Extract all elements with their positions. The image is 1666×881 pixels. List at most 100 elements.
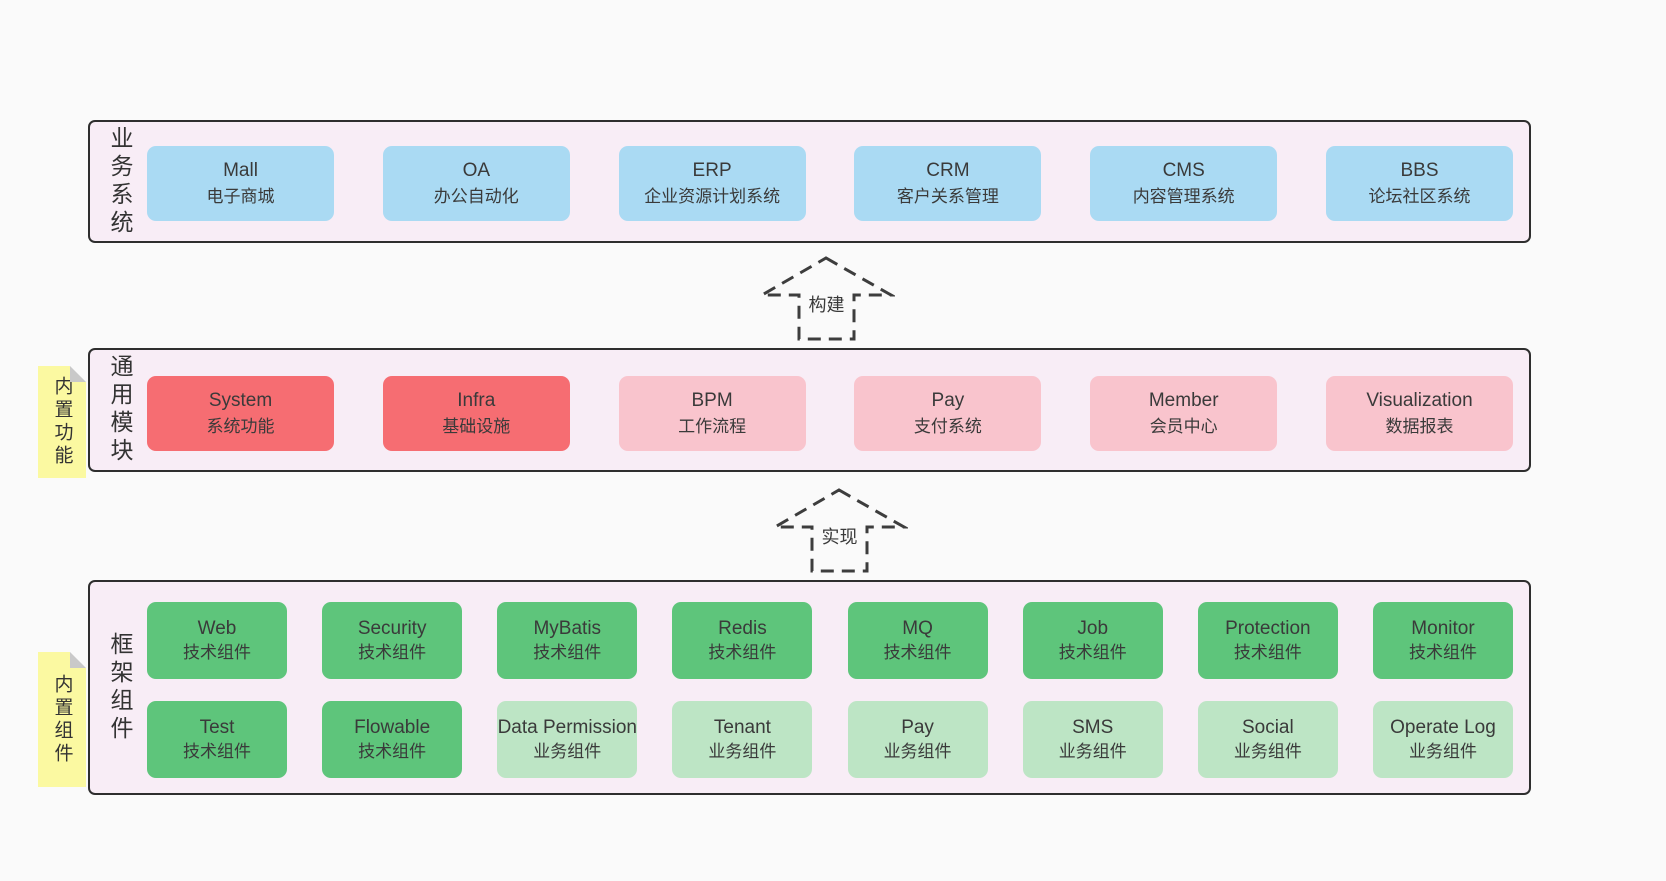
box-subtitle: 基础设施: [442, 416, 511, 436]
modules-boxes-row: System 系统功能 Infra 基础设施 BPM 工作流程 Pay 支付系统…: [147, 376, 1513, 451]
box-subtitle: 技术组件: [183, 642, 251, 662]
box-subtitle: 电子商城: [206, 186, 275, 206]
box-subtitle: 技术组件: [1233, 642, 1302, 662]
box-title: Test: [199, 716, 235, 738]
box-social: Social 业务组件: [1197, 701, 1338, 778]
box-subtitle: 会员中心: [1149, 416, 1218, 436]
box-subtitle: 技术组件: [358, 642, 427, 662]
box-member: Member 会员中心: [1090, 376, 1278, 451]
panel-modules-label: 通用模块: [107, 354, 133, 466]
box-redis: Redis 技术组件: [672, 602, 813, 679]
box-subtitle: 技术组件: [358, 741, 427, 761]
box-title: BBS: [1400, 159, 1439, 181]
sticky-note-text: 内置功能: [51, 376, 73, 468]
box-title: Web: [197, 617, 237, 639]
box-subtitle: 企业资源计划系统: [644, 186, 781, 206]
box-pay-component: Pay 业务组件: [847, 701, 988, 778]
box-subtitle: 技术组件: [708, 642, 777, 662]
box-flowable: Flowable 技术组件: [322, 701, 463, 778]
box-oa: OA 办公自动化: [382, 146, 570, 221]
box-subtitle: 业务组件: [708, 741, 777, 761]
build-arrow-icon: 构建: [758, 255, 895, 343]
box-title: Redis: [718, 617, 767, 639]
box-title: Monitor: [1411, 617, 1475, 639]
box-subtitle: 技术组件: [1408, 642, 1477, 662]
framework-boxes-row-1: Web 技术组件 Security 技术组件 MyBatis 技术组件 Redi…: [147, 602, 1513, 679]
box-title: Pay: [901, 716, 934, 738]
panel-business-systems: 业务系统 Mall 电子商城 OA 办公自动化 ERP 企业资源计划系统 CRM…: [88, 120, 1531, 243]
box-title: CRM: [926, 159, 970, 181]
panel-framework-components: 框架组件 Web 技术组件 Security 技术组件 MyBatis 技术组件…: [88, 580, 1531, 795]
box-subtitle: 支付系统: [913, 416, 982, 436]
box-title: OA: [462, 159, 491, 181]
box-title: Infra: [457, 389, 496, 411]
box-subtitle: 数据报表: [1385, 416, 1454, 436]
box-title: Job: [1077, 617, 1109, 639]
box-title: Mall: [223, 159, 258, 181]
box-title: Member: [1148, 389, 1219, 411]
box-mq: MQ 技术组件: [847, 602, 988, 679]
box-title: Flowable: [354, 716, 431, 738]
panel-common-modules: 通用模块 System 系统功能 Infra 基础设施 BPM 工作流程 Pay…: [88, 348, 1531, 472]
box-cms: CMS 内容管理系统: [1090, 146, 1278, 221]
box-subtitle: 技术组件: [883, 642, 952, 662]
box-pay-module: Pay 支付系统: [854, 376, 1042, 451]
box-title: Visualization: [1366, 389, 1473, 411]
box-mall: Mall 电子商城: [147, 146, 334, 221]
box-sms: SMS 业务组件: [1022, 701, 1163, 778]
box-bpm: BPM 工作流程: [618, 376, 806, 451]
box-visualization: Visualization 数据报表: [1325, 376, 1513, 451]
box-subtitle: 业务组件: [1408, 741, 1477, 761]
box-subtitle: 技术组件: [183, 741, 251, 761]
box-bbs: BBS 论坛社区系统: [1325, 146, 1513, 221]
box-subtitle: 业务组件: [883, 741, 952, 761]
box-subtitle: 办公自动化: [433, 186, 519, 206]
box-title: MQ: [902, 617, 933, 639]
box-title: Operate Log: [1390, 716, 1496, 738]
sticky-note-built-in-features: 内置功能: [38, 366, 86, 478]
box-operate-log: Operate Log 业务组件: [1372, 701, 1513, 778]
implement-arrow-icon: 实现: [771, 487, 908, 575]
sticky-note-built-in-components: 内置组件: [38, 652, 86, 787]
box-test: Test 技术组件: [147, 701, 287, 778]
box-monitor: Monitor 技术组件: [1372, 602, 1513, 679]
box-tenant: Tenant 业务组件: [672, 701, 813, 778]
box-title: Security: [357, 617, 427, 639]
box-title: SMS: [1072, 716, 1114, 738]
box-subtitle: 业务组件: [1233, 741, 1302, 761]
box-title: Protection: [1225, 617, 1311, 639]
implement-arrow-label: 实现: [818, 522, 861, 550]
box-subtitle: 技术组件: [1058, 642, 1127, 662]
business-boxes-row: Mall 电子商城 OA 办公自动化 ERP 企业资源计划系统 CRM 客户关系…: [147, 146, 1513, 221]
framework-boxes-row-2: Test 技术组件 Flowable 技术组件 Data Permission …: [147, 701, 1513, 778]
box-subtitle: 工作流程: [678, 416, 747, 436]
dashed-up-arrow-icon: [771, 488, 908, 573]
box-title: System: [208, 389, 273, 411]
box-title: Tenant: [713, 716, 771, 738]
box-crm: CRM 客户关系管理: [854, 146, 1042, 221]
box-security: Security 技术组件: [322, 602, 463, 679]
box-subtitle: 客户关系管理: [896, 186, 999, 206]
box-title: CMS: [1162, 159, 1205, 181]
box-mybatis: MyBatis 技术组件: [497, 602, 638, 679]
box-subtitle: 业务组件: [533, 741, 602, 761]
box-job: Job 技术组件: [1022, 602, 1163, 679]
box-protection: Protection 技术组件: [1197, 602, 1338, 679]
box-erp: ERP 企业资源计划系统: [618, 146, 806, 221]
box-title: BPM: [691, 389, 733, 411]
box-title: MyBatis: [533, 617, 602, 639]
box-title: Pay: [931, 389, 965, 411]
box-infra: Infra 基础设施: [382, 376, 570, 451]
sticky-note-text: 内置组件: [51, 673, 73, 766]
box-subtitle: 技术组件: [533, 642, 602, 662]
dashed-up-arrow-icon: [758, 256, 895, 341]
box-title: ERP: [692, 159, 732, 181]
build-arrow-label: 构建: [805, 290, 848, 318]
box-system: System 系统功能: [147, 376, 334, 451]
box-subtitle: 业务组件: [1058, 741, 1127, 761]
box-subtitle: 内容管理系统: [1132, 186, 1235, 206]
box-title: Social: [1241, 716, 1294, 738]
box-subtitle: 系统功能: [206, 416, 275, 436]
box-subtitle: 论坛社区系统: [1368, 186, 1471, 206]
